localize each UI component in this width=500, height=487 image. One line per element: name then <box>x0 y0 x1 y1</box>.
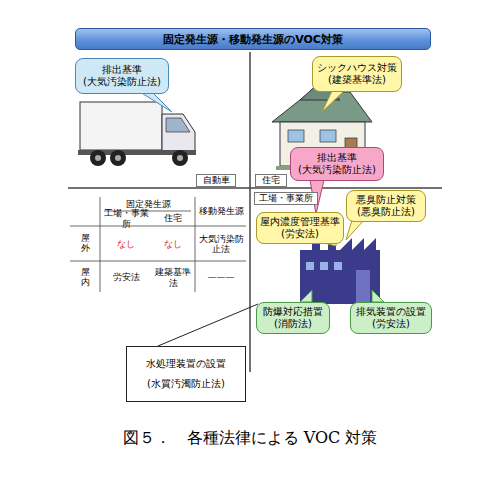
callout-box: 屋内濃度管理基準(労安法) <box>256 212 344 244</box>
callout-heading: 屋内濃度管理基準 <box>260 216 340 228</box>
callout-box: 排気装置の設置(労安法) <box>350 302 432 334</box>
title-band: 固定発生源・移動発生源のVOC対策 <box>75 28 431 50</box>
table-cell: なし <box>100 228 152 260</box>
quadrant-label: 工場・事業所 <box>254 192 318 205</box>
table-header: 固定発生源 <box>126 199 171 209</box>
callout-heading: 排出基準 <box>102 64 142 76</box>
table-cell: 建築基準法 <box>152 263 194 292</box>
table-cell: 労安法 <box>100 263 152 292</box>
callout-heading: 水処理装置の設置 <box>146 358 226 370</box>
quadrant-label: 住宅 <box>262 175 280 185</box>
law-name: (悪臭防止法) <box>357 206 415 218</box>
callout-tail <box>346 220 364 240</box>
callout-heading: 悪臭防止対策 <box>356 194 416 206</box>
figure-caption: 図５． 各種法律による VOC 対策 <box>60 428 440 449</box>
callout-heading: 防爆対応措置 <box>263 306 323 318</box>
callout-box: 水処理装置の設置 (水質汚濁防止法) <box>126 346 246 402</box>
callout-box: 排出基準(大気汚染防止法) <box>75 58 169 94</box>
law-name: (消防法) <box>274 318 312 330</box>
law-name: (労安法) <box>372 318 410 330</box>
row-header: 屋内 <box>81 268 90 288</box>
callout-box: シックハウス対策(建築基準法) <box>312 56 402 92</box>
table-cell: 建築基準法 <box>152 267 194 288</box>
callout-box: 防爆対応措置(消防法) <box>256 302 330 334</box>
table-header: 工場・事業所 <box>100 212 152 225</box>
law-name: (建築基準法) <box>328 74 386 86</box>
table-header: 工場・事業所 <box>100 208 152 229</box>
row-header: 屋内 <box>72 263 98 292</box>
callout-tail <box>372 290 384 302</box>
divider-line <box>249 52 251 372</box>
callout-box: 排出基準(大気汚染防止法) <box>290 147 384 181</box>
table-header: 住宅 <box>164 213 182 223</box>
quadrant-label: 自動車 <box>196 174 236 187</box>
callout-heading: 排気装置の設置 <box>356 306 426 318</box>
table-cell: ——— <box>197 263 245 292</box>
table-header: 移動発生源 <box>196 198 246 224</box>
leader-line <box>158 304 258 346</box>
law-name: (労安法) <box>281 228 319 240</box>
table-cell: なし <box>117 239 135 249</box>
table-header: 住宅 <box>152 212 194 225</box>
law-name: (大気汚染防止法) <box>298 164 376 176</box>
table-lines <box>70 197 246 292</box>
quadrant-label: 工場・事業所 <box>259 193 313 203</box>
table-cell: ——— <box>208 272 235 282</box>
divider-line <box>68 187 442 189</box>
callout-tail <box>300 290 312 302</box>
law-name: (大気汚染防止法) <box>83 76 161 88</box>
table-cell: 大気汚染防止法 <box>197 234 245 255</box>
table-cell: なし <box>164 239 182 249</box>
law-name: (水質汚濁防止法) <box>147 378 225 390</box>
callout-tail <box>322 91 344 112</box>
quadrant-label: 住宅 <box>255 174 287 187</box>
quadrant-label: 自動車 <box>203 175 230 185</box>
callout-heading: シックハウス対策 <box>317 62 397 74</box>
table-cell: 労安法 <box>113 272 140 282</box>
table-header: 移動発生源 <box>199 206 244 216</box>
truck-figure <box>78 102 196 166</box>
row-header: 屋外 <box>81 234 90 254</box>
callout-tail <box>140 92 172 112</box>
table-cell: 大気汚染防止法 <box>197 228 245 260</box>
row-header: 屋外 <box>72 228 98 260</box>
callout-heading: 排出基準 <box>317 152 357 164</box>
table-cell: なし <box>152 228 194 260</box>
callout-box: 悪臭防止対策(悪臭防止法) <box>346 190 426 222</box>
